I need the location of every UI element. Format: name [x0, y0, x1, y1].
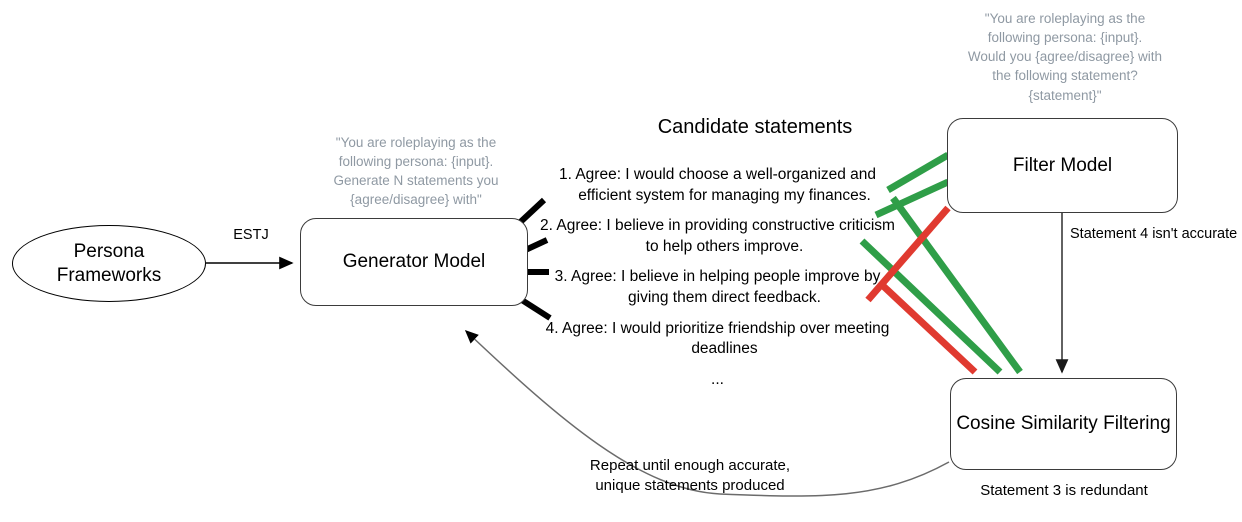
node-filter-model[interactable]: Filter Model	[947, 118, 1178, 213]
edge-label-statement-not-accurate: Statement 4 isn't accurate	[1070, 226, 1238, 242]
node-generator-model-label: Generator Model	[342, 251, 486, 272]
edge-statement-1-accept	[886, 151, 950, 194]
edge-statement-4-accept	[890, 195, 1023, 375]
caption-feedback-loop: Repeat until enough accurate, unique sta…	[589, 457, 791, 494]
node-cosine-similarity-filtering[interactable]: Cosine Similarity Filtering	[950, 378, 1177, 470]
filter-prompt-text: "You are roleplaying as the following pe…	[967, 11, 1163, 103]
list-item: 3. Agree: I believe in helping people im…	[554, 268, 881, 307]
edge-label-estj: ESTJ	[233, 227, 269, 243]
generator-prompt-text: "You are roleplaying as the following pe…	[333, 135, 499, 208]
node-cosine-similarity-filtering-label: Cosine Similarity Filtering	[956, 413, 1171, 434]
list-item: 1. Agree: I would choose a well-organize…	[558, 166, 877, 204]
node-filter-model-label: Filter Model	[1012, 154, 1113, 176]
list-item-ellipsis: ...	[711, 370, 724, 388]
candidate-statements-heading: Candidate statements	[657, 116, 853, 138]
candidate-statements-list: 1. Agree: I would choose a well-organize…	[540, 165, 895, 400]
caption-statement-redundant: Statement 3 is redundant	[980, 482, 1148, 499]
list-item: 4. Agree: I would prioritize friendship …	[545, 319, 890, 358]
node-generator-model[interactable]: Generator Model	[300, 218, 528, 306]
list-item: 2. Agree: I believe in providing constru…	[540, 217, 895, 255]
